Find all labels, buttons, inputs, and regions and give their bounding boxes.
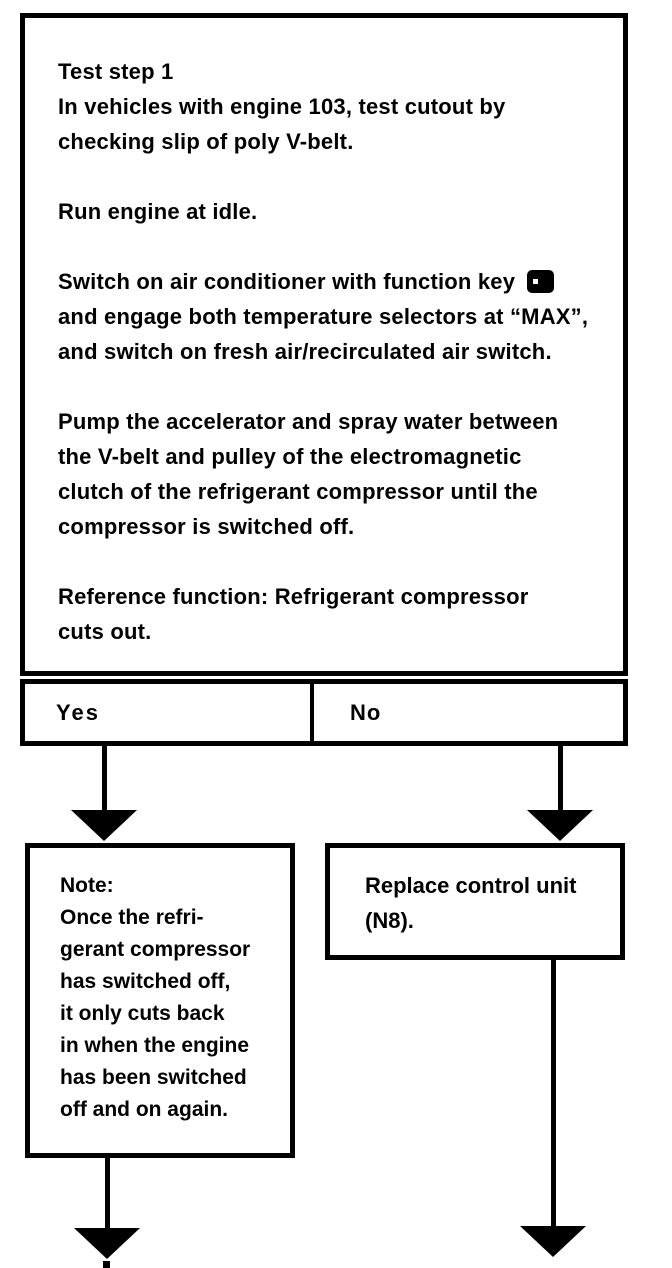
no-continue-arrow-head	[520, 1226, 586, 1257]
ac-instruction: Switch on air conditioner with function …	[58, 264, 605, 369]
note-box: Note: Once the refri- gerant compressor …	[25, 843, 295, 1158]
yes-label: Yes	[56, 699, 100, 725]
no-arrow-head	[527, 810, 593, 841]
yes-arrow-stem	[102, 746, 107, 812]
no-label: No	[350, 699, 382, 725]
note-line: Once the refri-	[60, 906, 204, 929]
note-line: in when the engine	[60, 1034, 250, 1057]
reference-function: Reference function: Refrigerant compress…	[58, 579, 605, 649]
function-key-icon	[527, 270, 555, 293]
test-step-box: Test step 1 In vehicles with engine 103,…	[20, 13, 628, 676]
replace-control-unit-box: Replace control unit (N8).	[325, 843, 625, 960]
no-cell: No	[314, 684, 623, 741]
yes-continue-arrow-head	[74, 1228, 140, 1259]
pump-line: Pump the accelerator and spray water bet…	[58, 409, 559, 434]
idle-line: Run engine at idle.	[58, 199, 258, 224]
replace-line: Replace control unit	[365, 873, 577, 898]
pump-line: compressor is switched off.	[58, 514, 355, 539]
ac-line: and engage both temperature selectors at…	[58, 304, 589, 329]
reference-line: cuts out.	[58, 619, 152, 644]
ac-line-with-key: Switch on air conditioner with function …	[58, 264, 605, 299]
note-line: it only cuts back	[60, 1002, 225, 1025]
note-line: off and on again.	[60, 1098, 228, 1121]
pump-line: the V-belt and pulley of the electromagn…	[58, 444, 522, 469]
intro-line: In vehicles with engine 103, test cutout…	[58, 94, 506, 119]
note-heading: Note:	[60, 874, 114, 897]
yes-continue-arrow-dot	[103, 1261, 110, 1268]
note-line: gerant compressor	[60, 938, 251, 961]
test-step-heading: Test step 1	[58, 59, 174, 84]
decision-row: Yes No	[20, 679, 628, 746]
replace-line: (N8).	[365, 908, 414, 933]
pump-instruction: Pump the accelerator and spray water bet…	[58, 404, 605, 544]
no-continue-arrow-stem	[551, 958, 556, 1228]
note-line: has been switched	[60, 1066, 247, 1089]
note-line: has switched off,	[60, 970, 231, 993]
idle-instruction: Run engine at idle.	[58, 194, 605, 229]
yes-arrow-head	[71, 810, 137, 841]
function-key-glyph	[533, 279, 539, 284]
yes-continue-arrow-stem	[105, 1158, 110, 1230]
ac-line-text: Switch on air conditioner with function …	[58, 269, 516, 294]
pump-line: clutch of the refrigerant compressor unt…	[58, 479, 538, 504]
test-step-intro: Test step 1 In vehicles with engine 103,…	[58, 54, 605, 159]
intro-line: checking slip of poly V-belt.	[58, 129, 354, 154]
ac-line: and switch on fresh air/recirculated air…	[58, 339, 552, 364]
reference-line: Reference function: Refrigerant compress…	[58, 584, 529, 609]
yes-cell: Yes	[25, 684, 314, 741]
no-arrow-stem	[558, 746, 563, 812]
